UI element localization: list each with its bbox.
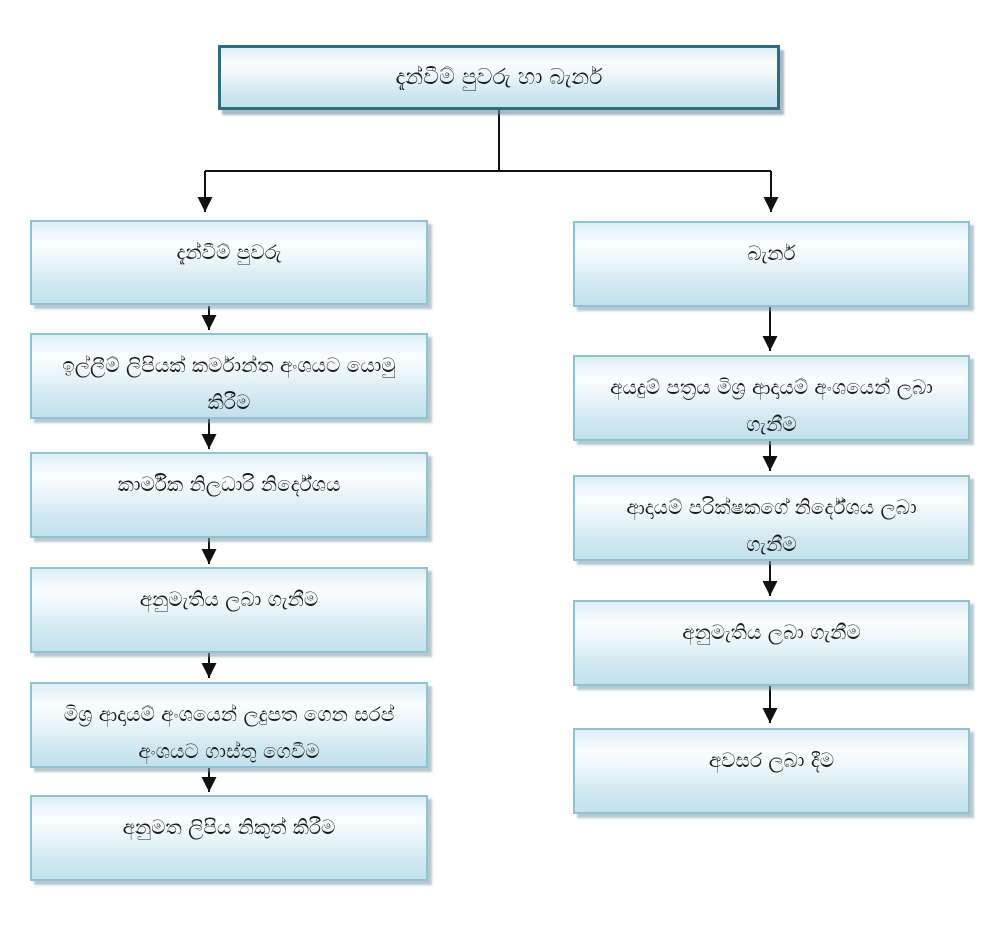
flow-box-label: ආදායම් පරික්ෂකගේ නිර්දේශය ලබා ගැනීම xyxy=(626,495,917,556)
flow-box-left-2: ඉල්ලීම් ලිපියක් කර්මාන්ත අංශයට යොමු කිරී… xyxy=(30,333,428,419)
flow-box-label: අනුමැතිය ලබා ගැනීම xyxy=(139,587,319,611)
flow-box-right-5: අවසර ලබා දීම xyxy=(573,728,970,814)
flow-box-label: අනුමැතිය ලබා ගැනීම xyxy=(682,620,861,644)
flow-box-left-1: දැන්වීම් පුවරු xyxy=(30,220,428,305)
flow-box-label: කාර්මික නිලධාරි නිර්දේශය xyxy=(117,472,341,496)
connector-split xyxy=(205,110,771,172)
flow-box-label: අනුමත ලිපිය නිකුත් කිරීම xyxy=(122,815,336,839)
flow-box-right-4: අනුමැතිය ලබා ගැනීම xyxy=(573,600,970,686)
flow-box-left-3: කාර්මික නිලධාරි නිර්දේශය xyxy=(30,452,428,538)
flow-box-label: දැන්වීම් පුවරු xyxy=(176,240,282,264)
flow-box-right-1: බැනර් xyxy=(573,221,970,307)
flow-box-left-4: අනුමැතිය ලබා ගැනීම xyxy=(30,567,428,653)
flow-box-right-2: අයදුම් පත්‍රය මිශ්‍ර ආදායම් අංශයෙන් ලබා … xyxy=(573,355,970,441)
flow-box-title: දැන්වීම් පුවරු හා බැනර් xyxy=(218,45,780,110)
flow-box-label: අවසර ලබා දීම xyxy=(708,748,835,772)
flow-box-right-3: ආදායම් පරික්ෂකගේ නිර්දේශය ලබා ගැනීම xyxy=(573,475,970,561)
flow-box-label: බැනර් xyxy=(747,241,796,265)
flow-box-label: අයදුම් පත්‍රය මිශ්‍ර ආදායම් අංශයෙන් ලබා … xyxy=(610,375,933,436)
flow-box-label: මිශ්‍ර ආදායම් අංශයෙන් ලදුපත ගෙන සරප් අංශ… xyxy=(63,702,395,763)
flow-box-label: ඉල්ලීම් ලිපියක් කර්මාන්ත අංශයට යොමු කිරී… xyxy=(62,353,396,414)
flow-box-title-label: දැන්වීම් පුවරු හා බැනර් xyxy=(395,65,603,90)
flow-box-left-5: මිශ්‍ර ආදායම් අංශයෙන් ලදුපත ගෙන සරප් අංශ… xyxy=(30,682,428,768)
flow-box-left-6: අනුමත ලිපිය නිකුත් කිරීම xyxy=(30,795,428,881)
